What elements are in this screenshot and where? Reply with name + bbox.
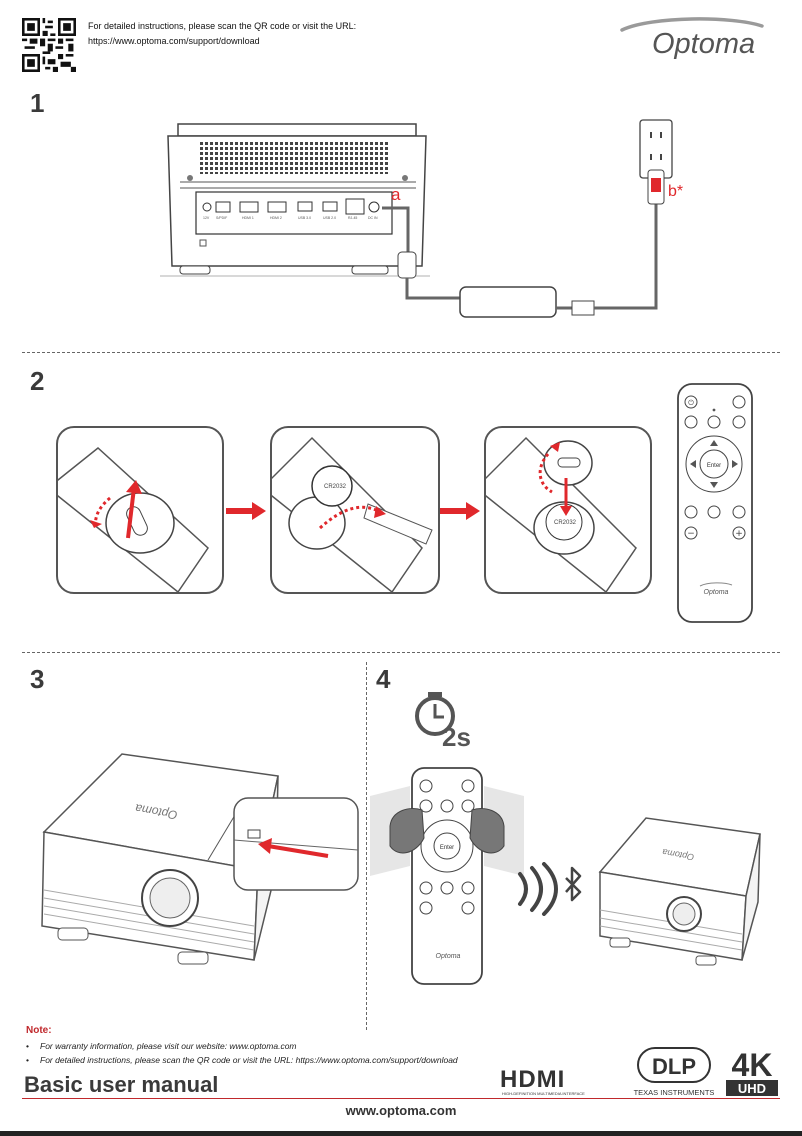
svg-text:−: − bbox=[687, 529, 695, 539]
step4-projector-illustration: Optoma bbox=[598, 817, 761, 966]
step-2-number: 2 bbox=[30, 366, 45, 396]
dlp-logo-text: DLP bbox=[652, 1054, 696, 1079]
svg-text:CR2032: CR2032 bbox=[324, 484, 347, 490]
port-label-rj45: RJ-45 bbox=[348, 216, 357, 220]
port-label-usb3: USB 3.0 bbox=[298, 216, 311, 220]
hdmi-logo-text: HDMI bbox=[500, 1066, 565, 1093]
label-b: b* bbox=[668, 183, 683, 200]
footer-url[interactable]: www.optoma.com bbox=[345, 1103, 457, 1118]
timer-label: 2s bbox=[442, 722, 471, 748]
port-label-hdmi1: HDMI 1 bbox=[242, 216, 254, 220]
step-4-number: 4 bbox=[376, 664, 391, 694]
header-instruction-line: For detailed instructions, please scan t… bbox=[88, 21, 357, 31]
hdmi-logo: HDMI HIGH-DEFINITION MULTIMEDIA INTERFAC… bbox=[500, 1066, 585, 1096]
bluetooth-signal-icon bbox=[518, 862, 582, 916]
step-3-number: 3 bbox=[30, 664, 45, 694]
port-label-hdmi2: HDMI 2 bbox=[270, 216, 282, 220]
remote-enter-label: Enter bbox=[707, 463, 721, 469]
note-list: For warranty information, please visit o… bbox=[26, 1039, 458, 1067]
section-divider-vertical bbox=[366, 662, 367, 1030]
arrow-right-icon-2 bbox=[440, 502, 480, 520]
step-1-number: 1 bbox=[30, 88, 45, 118]
port-label-spdif: S/PDIF bbox=[216, 216, 227, 220]
manual-title: Basic user manual bbox=[24, 1072, 219, 1097]
bottom-bar bbox=[0, 1131, 802, 1136]
timer-icon: 2s bbox=[415, 692, 471, 748]
svg-text:CR2032: CR2032 bbox=[554, 520, 577, 526]
header-instructions: For detailed instructions, please scan t… bbox=[88, 19, 356, 49]
header-instruction-url[interactable]: https://www.optoma.com/support/download bbox=[88, 36, 260, 46]
step3-projector-illustration: Optoma bbox=[41, 753, 359, 965]
remote-control: Enter Optoma ⏻ − + bbox=[677, 383, 753, 623]
qr-code-icon bbox=[22, 18, 76, 72]
hdmi-tagline: HIGH-DEFINITION MULTIMEDIA INTERFACE bbox=[502, 1091, 585, 1096]
step1-illustration: 12V S/PDIF HDMI 1 HDMI 2 USB 3.0 USB 2.0… bbox=[160, 119, 683, 318]
dlp-logo: DLP TEXAS INSTRUMENTS bbox=[634, 1047, 715, 1097]
section-divider-1 bbox=[22, 352, 780, 353]
note-item: For detailed instructions, please scan t… bbox=[26, 1053, 458, 1067]
optoma-logo: Optoma bbox=[620, 17, 764, 60]
label-a: a bbox=[391, 185, 401, 204]
port-label-12v: 12V bbox=[203, 216, 210, 220]
note-title: Note: bbox=[26, 1025, 52, 1036]
step4-remote-illustration: Enter Optoma bbox=[370, 767, 524, 985]
remote2-enter-label: Enter bbox=[440, 845, 454, 851]
note-item: For warranty information, please visit o… bbox=[26, 1039, 458, 1053]
step2-panel-1 bbox=[56, 426, 224, 594]
arrow-right-icon bbox=[226, 502, 266, 520]
uhd-logo-text: UHD bbox=[738, 1081, 766, 1096]
4k-logo-text: 4K bbox=[732, 1047, 773, 1083]
step2-panel-2: CR2032 bbox=[270, 426, 440, 594]
port-label-usb2: USB 2.0 bbox=[323, 216, 336, 220]
svg-text:+: + bbox=[735, 529, 743, 539]
optoma-logo-text: Optoma bbox=[652, 28, 755, 60]
ti-logo-text: TEXAS INSTRUMENTS bbox=[634, 1088, 715, 1097]
svg-text:⏻: ⏻ bbox=[688, 399, 694, 407]
4k-uhd-logo: 4K UHD bbox=[726, 1047, 778, 1096]
section-divider-2 bbox=[22, 652, 780, 653]
remote2-brand: Optoma bbox=[436, 953, 461, 960]
port-label-dcin: DC IN bbox=[368, 216, 378, 220]
remote-brand: Optoma bbox=[704, 589, 729, 596]
step2-panel-3: CR2032 bbox=[484, 426, 652, 594]
footer-divider bbox=[22, 1098, 780, 1099]
